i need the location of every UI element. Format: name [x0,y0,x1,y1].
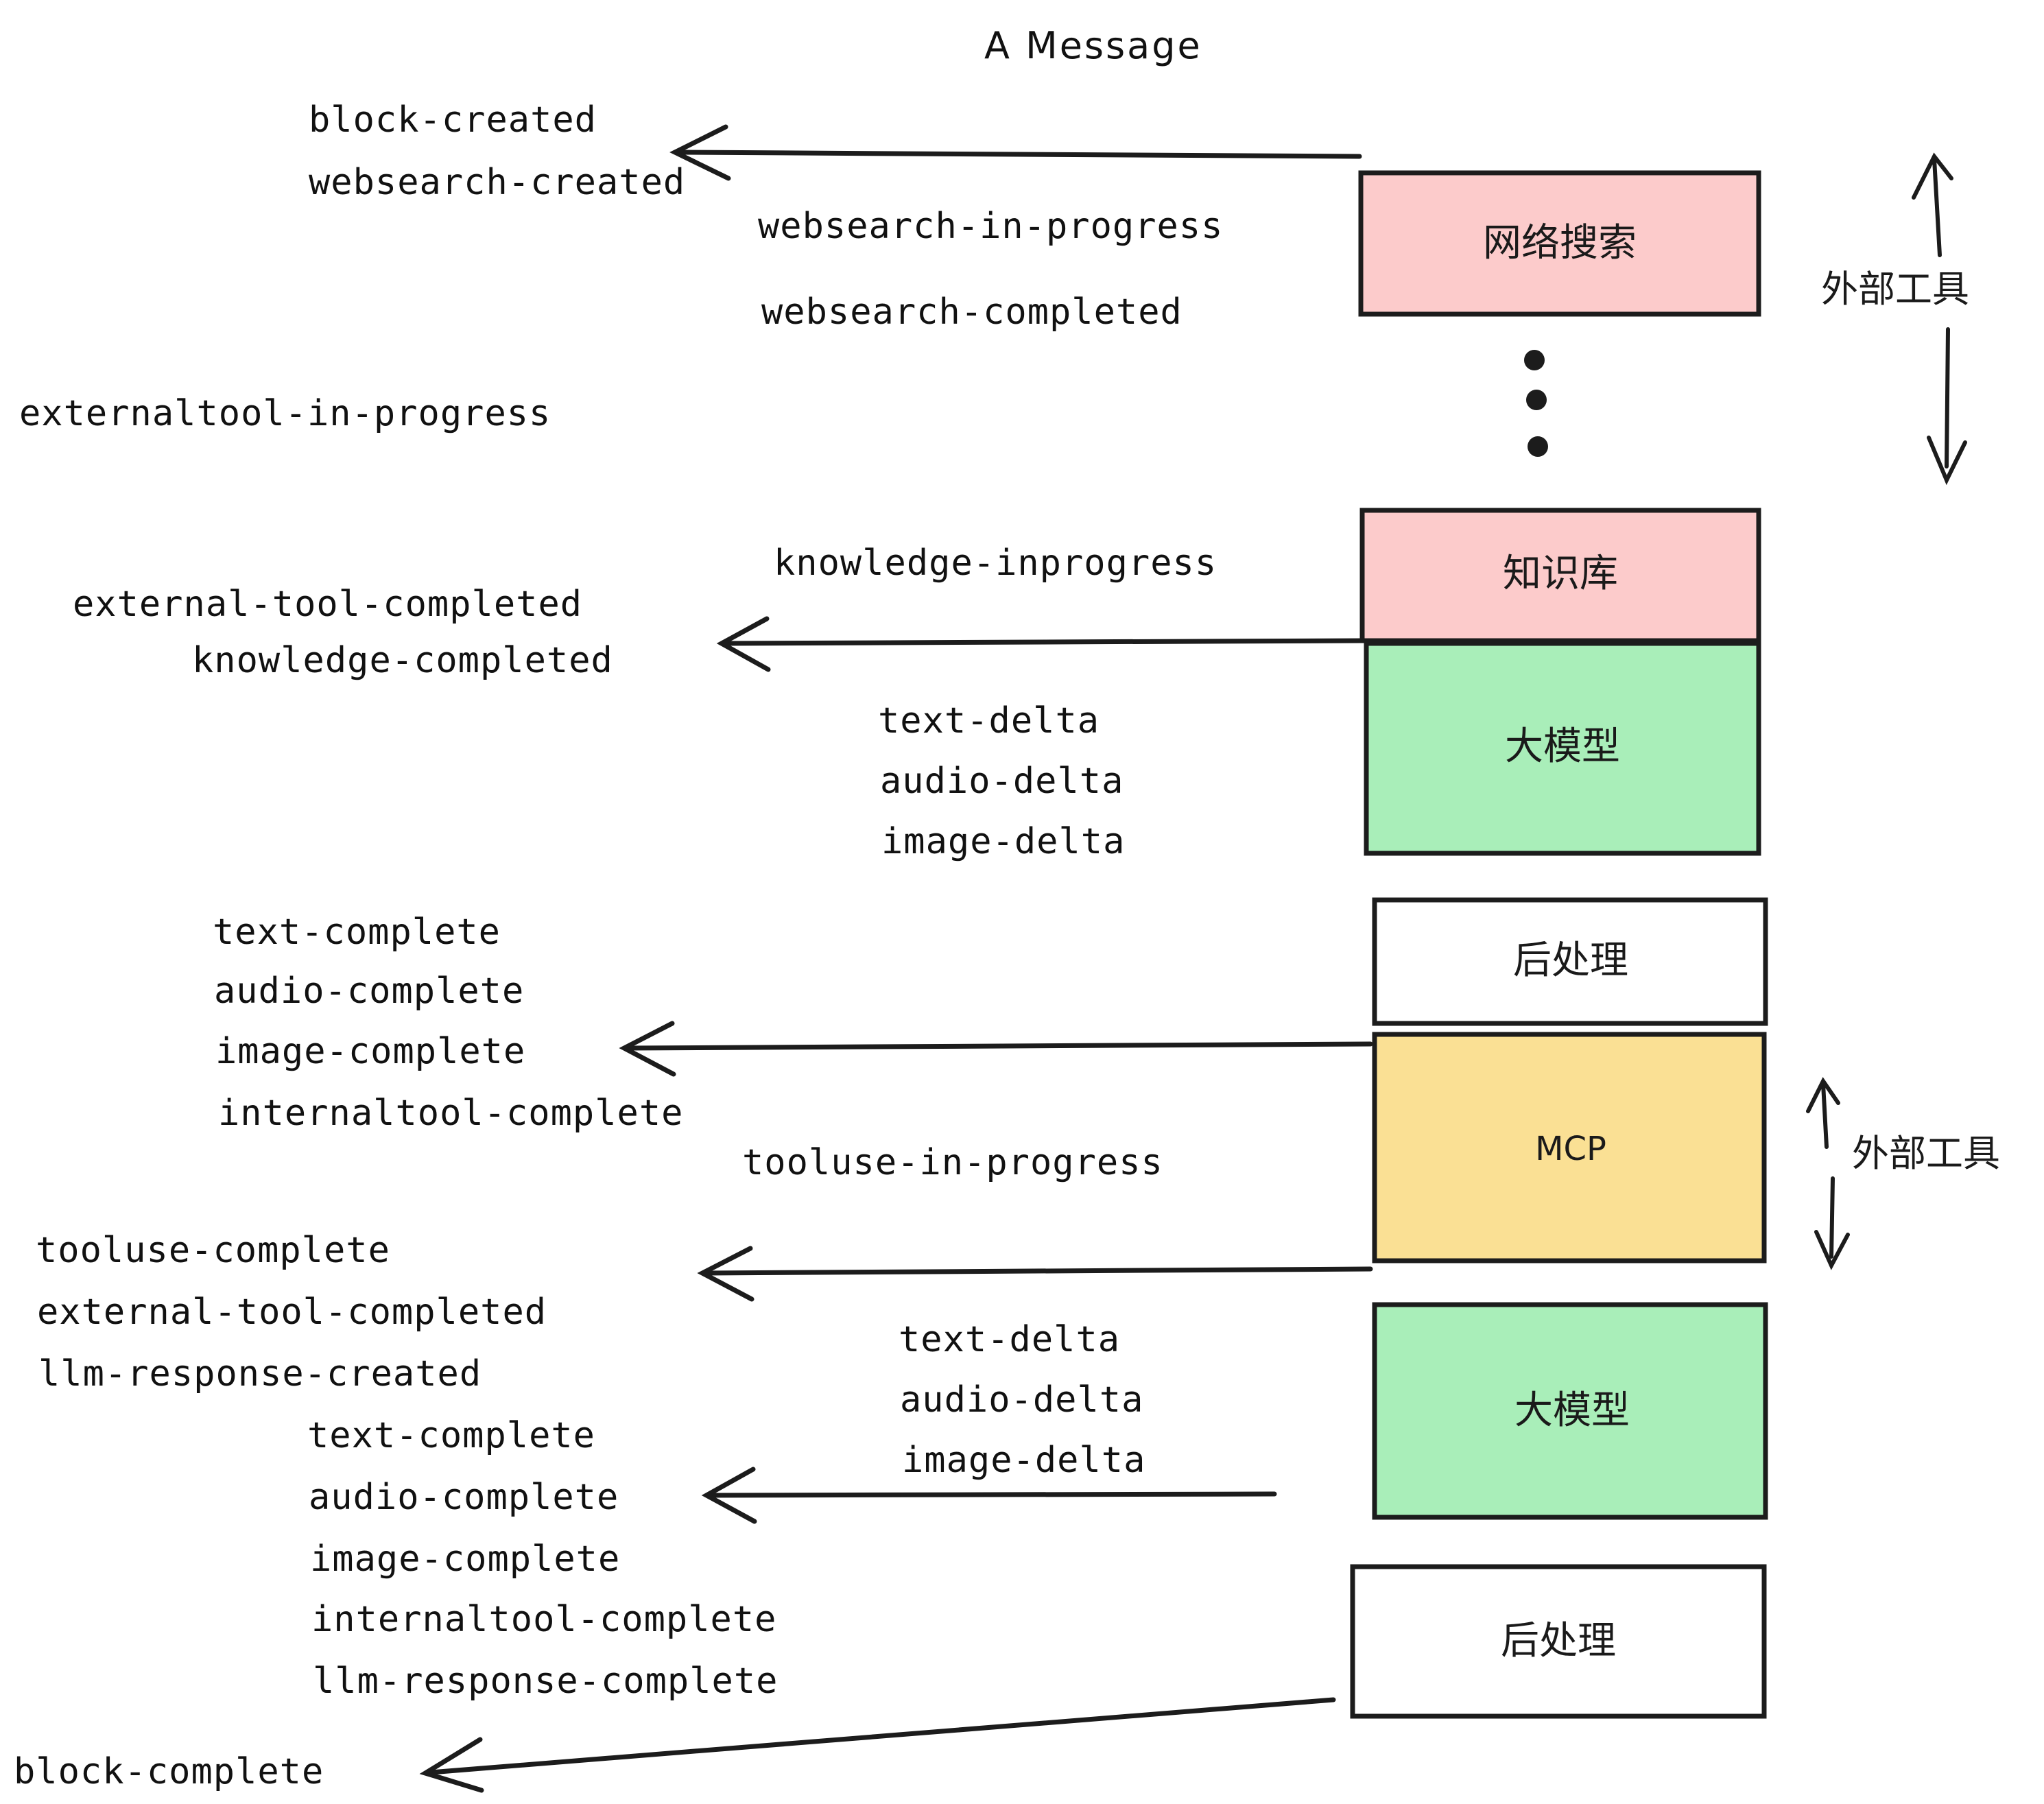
event-tooluse-in-progress: tooluse-in-progress [742,1142,1163,1183]
ellipsis-dot-3 [1528,436,1548,457]
event-websearch-created: websearch-created [309,162,685,203]
event-websearch-completed: websearch-completed [761,292,1183,333]
external-tools-bottom-down-arrow-head [1814,1230,1850,1270]
arrow-knowledge-to-left-head [716,616,771,672]
box-web-search-label: 网络搜索 [1483,221,1637,265]
event-audio-complete-1: audio-complete [214,971,524,1012]
arrow-llm2-to-left-shaft [708,1491,1277,1498]
event-external-tool-completed-1: external-tool-completed [73,584,582,625]
arrow-postprocess2-to-left-shaft [428,1697,1336,1775]
box-postprocess-1-label: 后处理 [1513,938,1628,983]
external-tools-top-down-arrow-shaft [1945,327,1950,468]
event-audio-complete-2: audio-complete [309,1477,619,1518]
ellipsis-dot-2 [1526,390,1547,410]
event-internaltool-complete-1: internaltool-complete [218,1093,683,1134]
event-tooluse-complete: tooluse-complete [36,1230,390,1271]
page-title: A Message [984,24,1202,67]
box-mcp-label: MCP [1535,1130,1606,1168]
external-tools-bottom-up-arrow-shaft [1821,1082,1829,1149]
external-tools-top-down-arrow-head [1927,436,1967,486]
event-audio-delta-1: audio-delta [880,761,1124,802]
event-knowledge-completed: knowledge-completed [192,640,613,681]
event-image-delta-1: image-delta [881,821,1125,862]
event-text-delta-1: text-delta [878,700,1100,741]
arrow-llm2-to-left-head [701,1467,757,1524]
box-web-search [1358,170,1761,317]
event-block-created: block-created [309,99,597,141]
arrow-mcp-to-left-head [697,1246,754,1302]
event-image-delta-2: image-delta [902,1440,1145,1481]
event-text-delta-2: text-delta [899,1319,1120,1360]
event-image-complete-1: image-complete [215,1031,525,1072]
event-text-complete-2: text-complete [307,1415,595,1456]
box-postprocess-2-label: 后处理 [1501,1619,1616,1663]
external-tools-bottom-up-arrow-head [1806,1077,1840,1113]
box-knowledge-base [1359,508,1761,643]
event-externaltool-in-progress: externaltool-in-progress [19,393,551,434]
event-audio-delta-2: audio-delta [900,1379,1143,1421]
ellipsis-dot-1 [1524,350,1545,370]
event-websearch-in-progress: websearch-in-progress [758,206,1223,247]
arrow-websearch-to-left-head [669,124,731,181]
arrow-postprocess2-to-left-head [419,1737,484,1793]
event-llm-response-created: llm-response-created [38,1353,482,1394]
external-tools-top-up-arrow-head [1912,152,1953,200]
event-block-complete: block-complete [14,1751,324,1792]
event-image-complete-2: image-complete [310,1539,620,1580]
arrow-postprocess1-to-left-shaft [626,1041,1373,1051]
arrow-postprocess1-to-left-head [619,1021,676,1077]
arrow-knowledge-to-left-shaft [723,638,1364,646]
box-llm-1-label: 大模型 [1505,724,1620,769]
external-tools-bottom-down-arrow-shaft [1829,1176,1835,1259]
external-tools-top-label: 外部工具 [1821,268,1969,311]
external-tools-bottom-label: 外部工具 [1852,1132,2000,1175]
box-postprocess-1 [1372,897,1768,1026]
arrow-websearch-to-left-shaft [676,150,1362,159]
box-mcp [1372,1032,1767,1263]
box-llm-2-label: 大模型 [1514,1388,1630,1433]
box-knowledge-base-label: 知识库 [1503,551,1618,596]
external-tools-top-up-arrow-shaft [1932,157,1942,257]
event-internaltool-complete-2: internaltool-complete [311,1599,776,1640]
event-knowledge-inprogress: knowledge-inprogress [774,543,1217,584]
box-llm-2 [1372,1302,1768,1520]
event-text-complete-1: text-complete [213,912,501,953]
box-postprocess-2 [1350,1564,1767,1719]
box-llm-1 [1364,641,1761,856]
event-external-tool-completed-2: external-tool-completed [37,1292,547,1333]
arrow-mcp-to-left-shaft [704,1266,1373,1276]
event-llm-response-complete: llm-response-complete [313,1661,778,1702]
